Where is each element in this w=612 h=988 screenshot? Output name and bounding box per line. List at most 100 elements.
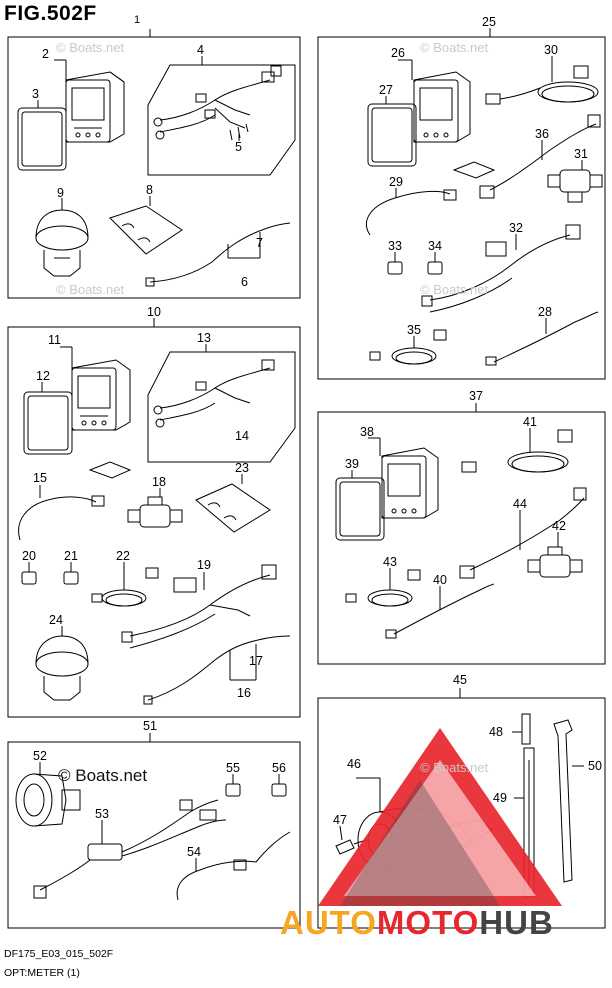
callout-20: 20 xyxy=(22,549,36,563)
callout-41: 41 xyxy=(523,415,537,429)
callout-55: 55 xyxy=(226,761,240,775)
callout-52: 52 xyxy=(33,749,47,763)
panel-25-parts xyxy=(365,56,603,366)
terminator-20 xyxy=(21,571,37,585)
cable-29 xyxy=(365,190,451,236)
callout-8: 8 xyxy=(146,183,153,197)
callout-42: 42 xyxy=(552,519,566,533)
callout-53: 53 xyxy=(95,807,109,821)
callout-3: 3 xyxy=(32,87,39,101)
logo-word-moto: MOTO xyxy=(376,904,480,941)
meter-unit-2 xyxy=(65,71,125,143)
callout-32: 32 xyxy=(509,221,523,235)
meter-unit-11 xyxy=(71,359,131,431)
panel-1-parts xyxy=(17,56,296,287)
callout-13: 13 xyxy=(197,331,211,345)
callout-35: 35 xyxy=(407,323,421,337)
watermark-text: © Boats.net xyxy=(420,760,489,775)
cable-band-50 xyxy=(553,719,573,883)
footer-code: DF175_E03_015_502F xyxy=(4,948,114,960)
cable-coil-30 xyxy=(485,65,599,105)
panel-box-1 xyxy=(7,36,301,299)
meter-cover-12 xyxy=(23,391,73,455)
footer-name: OPT:METER (1) xyxy=(4,967,80,979)
callout-23: 23 xyxy=(235,461,249,475)
cable-coil-35 xyxy=(369,329,447,365)
meter-unit-26 xyxy=(413,71,471,143)
callout-34: 34 xyxy=(428,239,442,253)
callout-9: 9 xyxy=(57,186,64,200)
gauge-9 xyxy=(35,209,89,277)
panel-frames xyxy=(7,28,606,929)
watermark-text: © Boats.net xyxy=(420,40,489,55)
panel-10-parts xyxy=(18,344,296,705)
callout-26: 26 xyxy=(391,46,405,60)
cable-coil-43 xyxy=(345,569,421,607)
callout-51: 51 xyxy=(143,719,157,733)
panel-37-parts xyxy=(335,428,587,639)
panel-51-parts xyxy=(15,762,291,901)
callout-48: 48 xyxy=(489,725,503,739)
meter-cover-27 xyxy=(367,103,417,167)
terminator-34 xyxy=(427,261,443,275)
callout-30: 30 xyxy=(544,43,558,57)
callout-33: 33 xyxy=(388,239,402,253)
callout-4: 4 xyxy=(197,43,204,57)
cable-16 xyxy=(147,635,291,701)
callout-12: 12 xyxy=(36,369,50,383)
callout-47: 47 xyxy=(333,813,347,827)
callout-17: 17 xyxy=(249,654,263,668)
watermark-text: © Boats.net xyxy=(420,282,489,297)
callout-49: 49 xyxy=(493,791,507,805)
tee-connector-31 xyxy=(547,169,603,203)
terminator-33 xyxy=(387,261,403,275)
meter-cover-39 xyxy=(335,477,385,541)
figure-ref-number: 1 xyxy=(134,14,141,26)
cable-coil-41 xyxy=(461,429,573,473)
callout-28: 28 xyxy=(538,305,552,319)
cable-54 xyxy=(176,831,291,901)
callout-54: 54 xyxy=(187,845,201,859)
callout-14: 14 xyxy=(235,429,249,443)
callout-29: 29 xyxy=(389,175,403,189)
gauge-52 xyxy=(15,773,81,827)
tee-connector-18 xyxy=(127,496,183,528)
gauge-24 xyxy=(35,635,89,701)
terminator-56 xyxy=(271,783,287,797)
panel-box-37 xyxy=(317,411,606,665)
cable-40 xyxy=(393,583,495,635)
callout-37: 37 xyxy=(469,389,483,403)
logo-word-auto: AUTO xyxy=(280,904,377,941)
cable-15 xyxy=(18,496,97,541)
tee-connector-42 xyxy=(527,546,583,578)
parts-bag-8 xyxy=(109,205,183,255)
figure-title: FIG.502F xyxy=(4,2,97,25)
callout-2: 2 xyxy=(42,47,49,61)
logo-triangle-gray xyxy=(340,780,500,906)
wire-harness-32 xyxy=(421,224,581,313)
wire-harness-4 xyxy=(147,64,296,176)
callout-27: 27 xyxy=(379,83,393,97)
callout-50: 50 xyxy=(588,759,602,773)
callout-22: 22 xyxy=(116,549,130,563)
logo-wordmark: AUTOMOTOHUB xyxy=(280,904,554,942)
callout-18: 18 xyxy=(152,475,166,489)
terminator-21 xyxy=(63,571,79,585)
callout-38: 38 xyxy=(360,425,374,439)
callout-15: 15 xyxy=(33,471,47,485)
cable-6 xyxy=(149,222,291,283)
callout-5: 5 xyxy=(235,140,242,154)
wire-harness-19 xyxy=(121,564,277,649)
callout-10: 10 xyxy=(147,305,161,319)
callout-44: 44 xyxy=(513,497,527,511)
callout-6: 6 xyxy=(241,275,248,289)
watermark-text-dark: © Boats.net xyxy=(58,766,148,785)
cable-coil-22 xyxy=(91,567,159,607)
callout-56: 56 xyxy=(272,761,286,775)
callout-40: 40 xyxy=(433,573,447,587)
callout-45: 45 xyxy=(453,673,467,687)
panel-box-25 xyxy=(317,36,606,380)
meter-cover-3 xyxy=(17,107,67,171)
panel-box-51 xyxy=(7,741,301,929)
